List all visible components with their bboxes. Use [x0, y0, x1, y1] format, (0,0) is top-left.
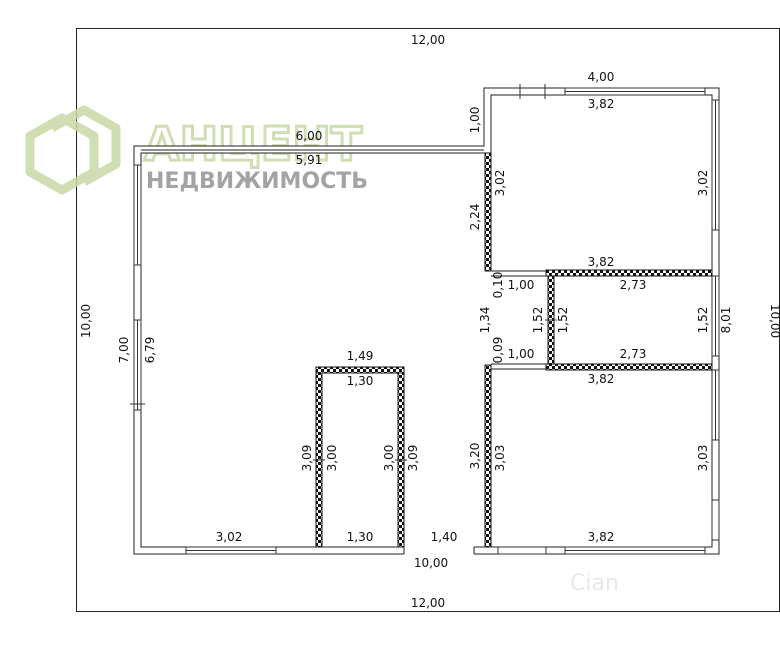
dim-tr-room-outer: 4,00	[588, 70, 615, 84]
dim-bottom-left: 3,02	[216, 530, 243, 544]
dim-1-34: 1,34	[478, 307, 492, 334]
brand-logo: АНЦЕНТ НЕДВИЖИМОСТЬ	[25, 105, 368, 195]
dim-br-room-right: 3,03	[696, 445, 710, 472]
dim-br-room-left: 3,03	[493, 445, 507, 472]
dim-corridor-vert-b: 1,52	[556, 307, 570, 334]
dim-sm-room-bottom: 1,30	[347, 530, 374, 544]
dim-mid-room-right: 1,52	[696, 307, 710, 334]
dim-right-total: 8,01	[719, 307, 733, 334]
dim-tr-room-right: 3,02	[696, 170, 710, 197]
dim-bottom-opening: 1,40	[431, 530, 458, 544]
dim-br-room-bottom: 3,82	[588, 530, 615, 544]
dim-offset-1-00: 1,00	[468, 107, 482, 134]
dim-sm-room-left-outer: 3,09	[300, 445, 314, 472]
dim-bottom-total: 10,00	[414, 556, 448, 570]
brand-name: АНЦЕНТ	[144, 117, 363, 171]
house-icon	[25, 105, 121, 195]
brand-subtitle: НЕДВИЖИМОСТЬ	[146, 169, 368, 194]
dim-tr-room-bottom: 3,82	[588, 255, 615, 269]
dimension-labels: 12,00 12,00 10,00 10,00 6,00 5,91 4,00 3…	[79, 33, 780, 610]
dim-0-10: 0,10	[491, 272, 505, 299]
dim-top-left-outer: 6,00	[296, 129, 323, 143]
dim-top-left-inner: 5,91	[296, 153, 323, 167]
dim-br-room-top: 3,82	[588, 372, 615, 386]
dim-outer-left: 10,00	[79, 304, 93, 338]
dim-3-20: 3,20	[468, 443, 482, 470]
dim-left-outer: 7,00	[117, 337, 131, 364]
dim-corridor-top: 1,00	[508, 278, 535, 292]
dim-sm-room-right-outer: 3,09	[406, 445, 420, 472]
dim-sm-room-outer-top: 1,49	[347, 349, 374, 363]
dim-outer-right: 10,00	[768, 304, 780, 338]
dim-0-09: 0,09	[491, 337, 505, 364]
dim-tr-room-inner-top: 3,82	[588, 97, 615, 111]
dim-corridor-vert-a: 1,52	[531, 307, 545, 334]
dim-outer-top: 12,00	[411, 33, 445, 47]
dim-sm-room-right-inner: 3,00	[382, 445, 396, 472]
cian-watermark: Cian	[570, 571, 619, 596]
dim-sm-room-inner-top: 1,30	[347, 374, 374, 388]
dim-mid-room-top: 2,73	[620, 278, 647, 292]
dim-2-24: 2,24	[468, 204, 482, 231]
windows	[133, 87, 720, 555]
dim-tr-room-left: 3,02	[493, 170, 507, 197]
dim-left-inner: 6,79	[143, 337, 157, 364]
door-marks	[130, 84, 557, 461]
dim-corridor-bottom: 1,00	[508, 347, 535, 361]
dim-sm-room-left-inner: 3,00	[325, 445, 339, 472]
site-boundary	[76, 28, 780, 612]
dim-mid-room-bottom: 2,73	[620, 347, 647, 361]
dim-outer-bottom: 12,00	[411, 596, 445, 610]
